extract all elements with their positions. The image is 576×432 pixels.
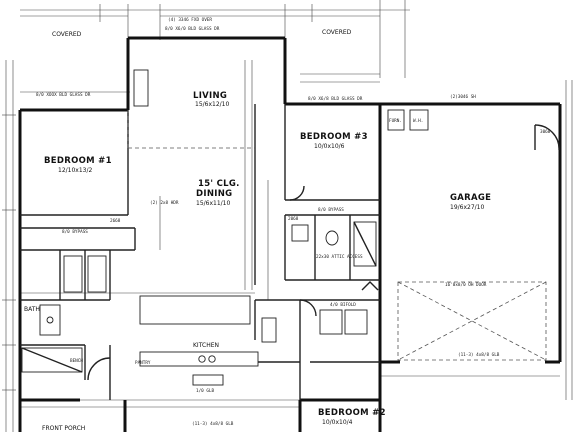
bedroom1-label: BEDROOM #1 bbox=[44, 156, 112, 166]
bath-label: BATH bbox=[24, 306, 40, 313]
header-note: (2) 2x8 HDR bbox=[150, 200, 179, 206]
door-2668-note: 2668 bbox=[110, 218, 121, 224]
dining-size: 15/6x11/10 bbox=[196, 200, 230, 207]
bedroom3-size: 10/0x10/6 bbox=[314, 143, 345, 150]
garage-size: 19/6x27/10 bbox=[450, 204, 484, 211]
door-3068-note: 3068 bbox=[540, 129, 551, 135]
front-porch-label: FRONT PORCH bbox=[42, 425, 85, 432]
dashed-lines bbox=[127, 110, 547, 361]
bypass-note-2: 8/0 BYPASS bbox=[318, 207, 344, 213]
living-label: LIVING bbox=[193, 91, 227, 101]
exterior-walls bbox=[18, 36, 562, 432]
bedroom2-size: 10/0x10/4 bbox=[322, 419, 353, 426]
pantry-label: PANTRY bbox=[135, 360, 151, 366]
bed1-door-note: 8/0 XOOX BLD GLASS DR bbox=[36, 92, 91, 98]
bedroom3-label: BEDROOM #3 bbox=[300, 132, 368, 142]
fixtures bbox=[21, 69, 560, 386]
bench-label: BENCH bbox=[70, 358, 83, 364]
top-right-window-note: (2)3046 SH bbox=[450, 94, 476, 100]
top-door-note: 8/0 X6/0 BLD GLASS DR bbox=[165, 26, 220, 32]
gate-note: 2068 bbox=[288, 216, 299, 222]
top-window-note: (4) 3346 FXD OVER bbox=[168, 17, 212, 23]
ceiling-note: 15' CLG. bbox=[198, 179, 240, 189]
living-size: 15/6x12/10 bbox=[195, 101, 229, 108]
interior-walls bbox=[20, 104, 380, 400]
room-labels: COVERED COVERED LIVING 15/6x12/10 15' CL… bbox=[24, 29, 491, 432]
garage-door-note: 16'0x8/0 OH DOOR bbox=[445, 282, 487, 288]
callout-notes: (4) 3346 FXD OVER 8/0 X6/0 BLD GLASS DR … bbox=[36, 17, 551, 427]
glb-note: (11-3) 4x8/8 GLB bbox=[192, 421, 234, 427]
pantry-door-note: 1/0 GLB bbox=[196, 388, 215, 394]
kitchen-label: KITCHEN bbox=[193, 342, 219, 349]
covered-left-label: COVERED bbox=[52, 31, 82, 38]
wh-label: W.H. bbox=[413, 118, 423, 124]
bedroom1-size: 12/10x13/2 bbox=[58, 167, 92, 174]
attic-note: 22x30 ATTIC ACCESS bbox=[316, 254, 363, 260]
bifold-note: 4/0 BIFOLD bbox=[330, 302, 356, 308]
furn-label: FURN. bbox=[389, 118, 402, 124]
dining-label: DINING bbox=[196, 189, 232, 199]
bypass-note-1: 8/0 BYPASS bbox=[62, 229, 88, 235]
bedroom2-label: BEDROOM #2 bbox=[318, 408, 386, 418]
garage-glb-note: (11-3) 4x8/8 GLB bbox=[458, 352, 500, 358]
garage-label: GARAGE bbox=[450, 193, 491, 203]
bed3-door-note: 8/0 X6/8 BLD GLASS DR bbox=[308, 96, 363, 102]
covered-right-label: COVERED bbox=[322, 29, 352, 36]
